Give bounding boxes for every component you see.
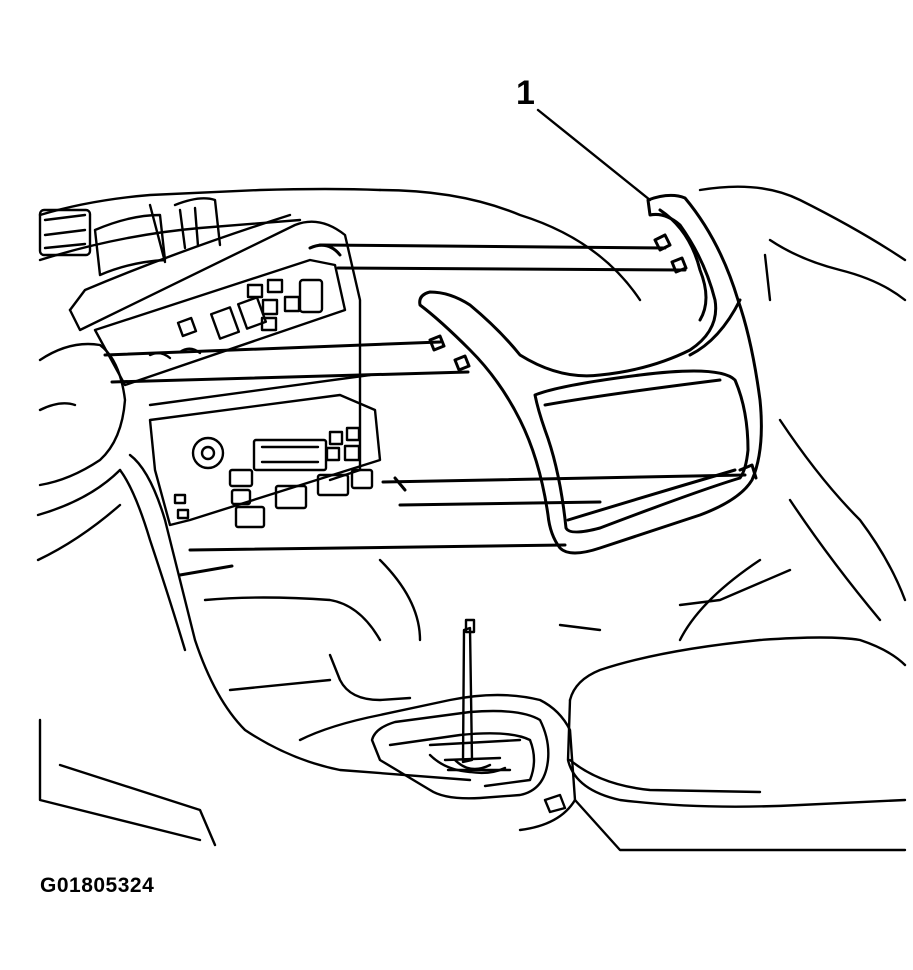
center-console (38, 453, 907, 852)
callout-label-1: 1 (516, 74, 535, 112)
figure-code: G01805324 (40, 874, 155, 897)
callout-leader-line (536, 108, 652, 202)
dashboard-outline (36, 185, 907, 642)
radio-stack (68, 213, 382, 529)
explode-lines (103, 243, 747, 577)
